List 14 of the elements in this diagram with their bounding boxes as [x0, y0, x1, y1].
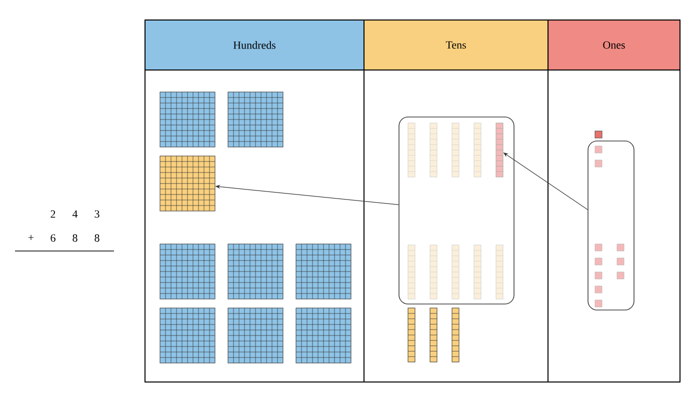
flat — [160, 156, 216, 212]
digit: 8 — [72, 234, 78, 242]
group-outline — [398, 116, 514, 304]
digit: 3 — [94, 210, 100, 218]
digit: + — [28, 234, 34, 240]
digit: 8 — [94, 234, 100, 242]
digit: 4 — [72, 210, 78, 218]
group-outline — [588, 140, 634, 310]
rod — [496, 122, 504, 178]
digit: 2 — [50, 210, 56, 218]
digit: 6 — [50, 234, 56, 242]
column-header: Ones — [548, 20, 680, 70]
column-header: Tens — [364, 20, 548, 70]
column-header: Hundreds — [144, 20, 364, 70]
